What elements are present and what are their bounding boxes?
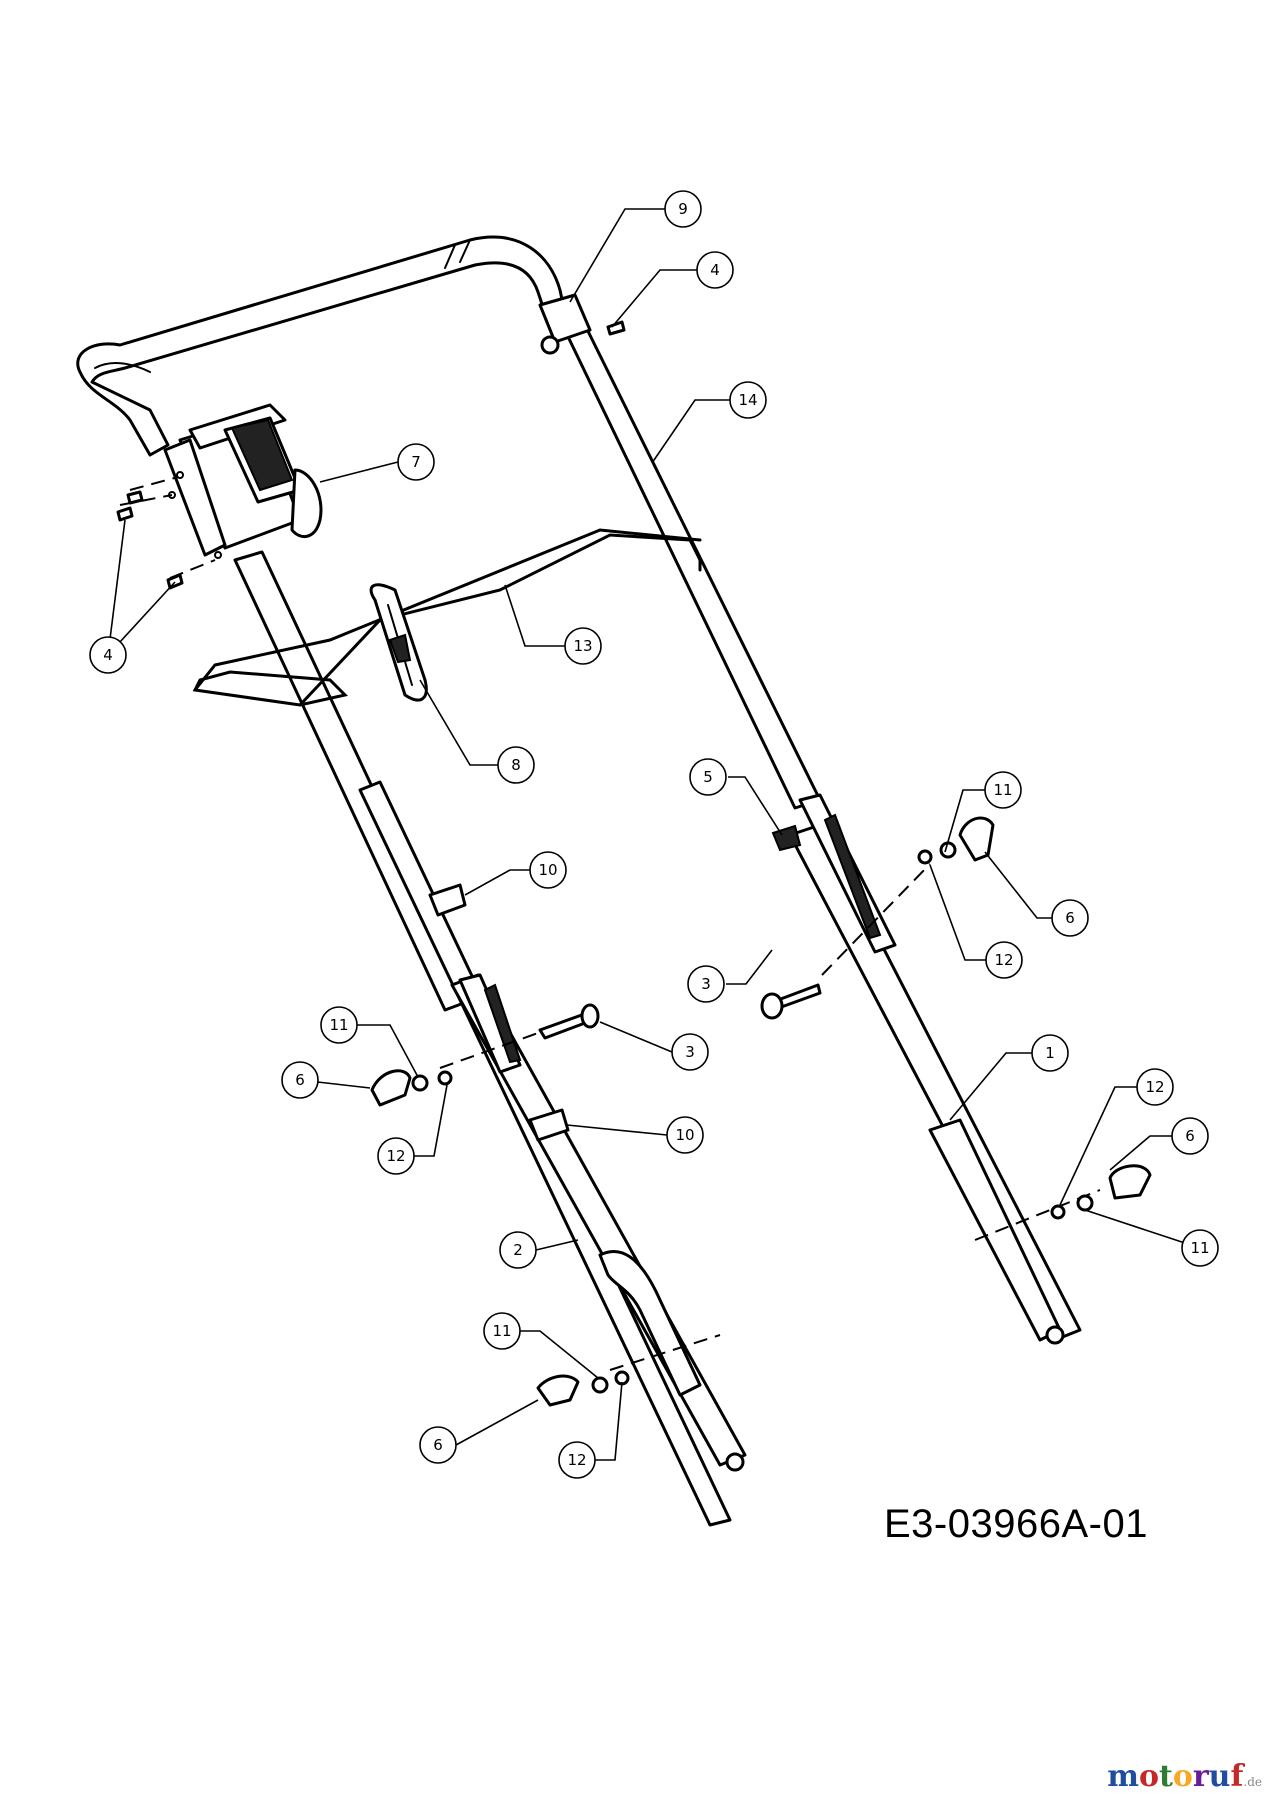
svg-text:6: 6: [295, 1071, 305, 1089]
cable-guide: [369, 583, 428, 702]
cable-plug: [771, 824, 802, 852]
svg-text:6: 6: [433, 1436, 443, 1454]
upper-handle-right-tube: [538, 293, 822, 810]
svg-text:3: 3: [701, 975, 711, 993]
watermark-main: motoruf: [1107, 1759, 1243, 1794]
svg-text:10: 10: [538, 861, 557, 879]
svg-text:7: 7: [411, 453, 421, 471]
callout-3-right: 3: [687, 965, 725, 1003]
svg-text:8: 8: [511, 756, 521, 774]
svg-text:12: 12: [994, 951, 1013, 969]
svg-text:3: 3: [685, 1043, 695, 1061]
svg-text:11: 11: [329, 1016, 348, 1034]
svg-text:12: 12: [567, 1451, 586, 1469]
svg-text:6: 6: [1185, 1127, 1195, 1145]
screws-left: [116, 476, 216, 590]
lower-left-tube: [358, 780, 747, 1527]
callout-10-lower: 10: [666, 1116, 704, 1154]
callouts: 9 4 14 7 4 13 8 5 11 6 12 3 10 11 6 12 3…: [89, 190, 1219, 1479]
upper-handle-bar: [76, 235, 568, 457]
callout-12-bottom-left: 12: [558, 1441, 596, 1479]
screws-top-right: [606, 320, 626, 336]
watermark-suffix: .de: [1243, 1775, 1262, 1789]
callout-10-upper: 10: [529, 851, 567, 889]
callout-2: 2: [499, 1231, 537, 1269]
svg-text:14: 14: [738, 391, 757, 409]
callout-3-left: 3: [671, 1033, 709, 1071]
svg-text:1: 1: [1045, 1044, 1055, 1062]
svg-text:9: 9: [678, 200, 688, 218]
callout-6-right: 6: [1051, 899, 1089, 937]
callout-11-bottom-right: 11: [1181, 1229, 1219, 1267]
callout-6-bottom-left: 6: [419, 1426, 457, 1464]
svg-text:5: 5: [703, 768, 713, 786]
callout-11-right: 11: [984, 771, 1022, 809]
callout-4-top: 4: [696, 251, 734, 289]
watermark-letter: o: [1138, 1759, 1159, 1794]
callout-14: 14: [729, 381, 767, 419]
callout-12-right: 12: [985, 941, 1023, 979]
leader-lines: [107, 208, 1201, 1461]
svg-text:11: 11: [993, 781, 1012, 799]
svg-text:12: 12: [386, 1147, 405, 1165]
watermark-letter: t: [1158, 1759, 1173, 1794]
callout-5: 5: [689, 758, 727, 796]
callout-13: 13: [564, 627, 602, 665]
drawing-code: E3-03966A-01: [884, 1502, 1148, 1546]
cable-clips: [428, 883, 570, 1142]
svg-text:2: 2: [513, 1241, 523, 1259]
callout-4-left: 4: [89, 636, 127, 674]
svg-text:4: 4: [710, 261, 720, 279]
callout-1: 1: [1031, 1034, 1069, 1072]
callout-11-bottom-left: 11: [483, 1312, 521, 1350]
svg-text:11: 11: [1190, 1239, 1209, 1257]
motoruf-watermark: motoruf.de: [1107, 1759, 1262, 1794]
lower-right-tube: [788, 793, 1082, 1345]
callout-6-left: 6: [281, 1061, 319, 1099]
callout-12-bottom-right: 12: [1136, 1068, 1174, 1106]
svg-text:13: 13: [573, 637, 592, 655]
callout-8: 8: [497, 746, 535, 784]
svg-text:4: 4: [103, 646, 113, 664]
callout-6-bottom-right: 6: [1171, 1117, 1209, 1155]
switch-box: [163, 403, 323, 559]
svg-text:10: 10: [675, 1126, 694, 1144]
watermark-letter: r: [1192, 1759, 1209, 1794]
svg-text:6: 6: [1065, 909, 1075, 927]
watermark-letter: f: [1230, 1759, 1244, 1794]
callout-12-left: 12: [377, 1137, 415, 1175]
svg-text:12: 12: [1145, 1078, 1164, 1096]
callout-9: 9: [664, 190, 702, 228]
watermark-letter: m: [1107, 1759, 1139, 1794]
watermark-letter: u: [1208, 1759, 1231, 1794]
svg-text:11: 11: [492, 1322, 511, 1340]
callout-7: 7: [397, 443, 435, 481]
callout-11-left: 11: [320, 1006, 358, 1044]
watermark-letter: o: [1172, 1759, 1193, 1794]
